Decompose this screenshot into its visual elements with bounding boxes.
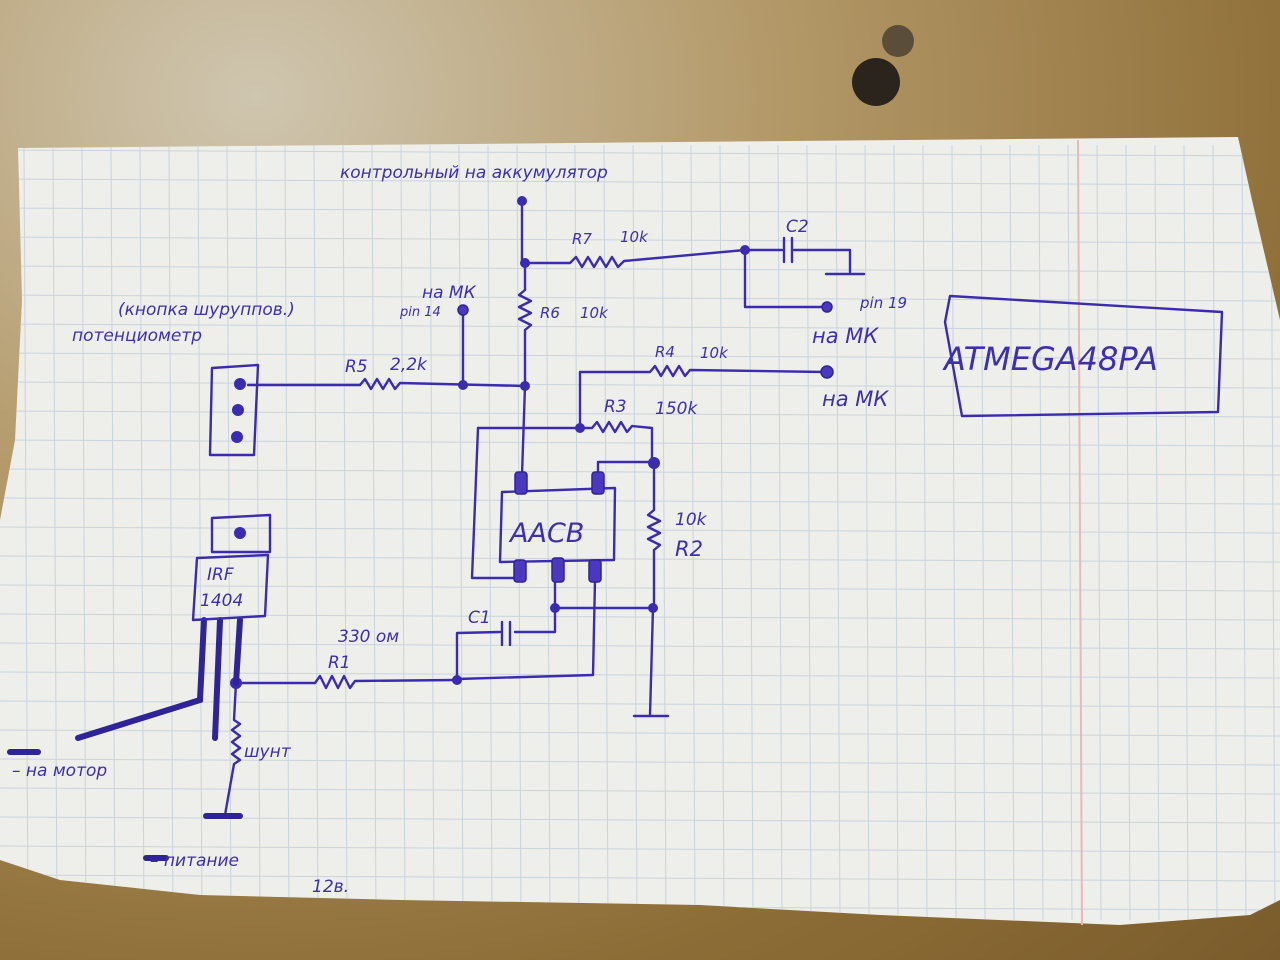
grid-line-h — [0, 845, 1280, 853]
margin-line — [1077, 139, 1083, 926]
grid-line-v — [951, 144, 957, 921]
grid-line-v — [458, 144, 464, 921]
grid-line-h — [0, 526, 1280, 534]
r4-name: R4 — [655, 343, 675, 361]
grid-line-v — [487, 144, 493, 921]
chip-label: AACB — [508, 518, 584, 549]
r3-name: R3 — [604, 397, 627, 417]
mosfet-label-2: 1404 — [200, 591, 243, 611]
grid-line-h — [0, 613, 1280, 621]
title-label: контрольный на аккумулятор — [340, 163, 608, 183]
r5-value: 2,2k — [390, 355, 428, 375]
c1-name: C1 — [468, 608, 491, 628]
grid-line-h — [0, 294, 1280, 302]
grid-line-v — [777, 144, 783, 921]
desk-hole — [852, 58, 900, 106]
grid-line-v — [313, 144, 319, 921]
grid-line-v — [864, 144, 870, 921]
grid-line-v — [23, 144, 29, 921]
grid-line-v — [429, 144, 435, 921]
c2-name: C2 — [786, 217, 809, 237]
grid-line-v — [806, 144, 812, 921]
potentiometer — [208, 363, 260, 457]
grid-line-h — [0, 787, 1280, 795]
grid-line-v — [197, 144, 203, 921]
grid-line-v — [168, 144, 174, 921]
grid-line-v — [139, 144, 145, 921]
paper — [0, 137, 1280, 925]
grid-line-h — [0, 874, 1280, 882]
grid-line-v — [719, 144, 725, 921]
r2-value: 10k — [675, 510, 708, 530]
r3-value: 150k — [655, 399, 698, 419]
shunt-label: шунт — [244, 742, 292, 762]
grid-line-h — [0, 584, 1280, 592]
grid-lines — [0, 144, 1280, 921]
r4-value: 10k — [700, 344, 729, 362]
grid-line-v — [342, 144, 348, 921]
chip-aacb — [498, 471, 617, 583]
grid-line-v — [1009, 144, 1015, 921]
mk-pin14-label: на МК — [422, 283, 477, 303]
grid-line-h — [0, 352, 1280, 360]
grid-line-v — [1038, 144, 1044, 921]
grid-line-v — [52, 144, 58, 921]
mosfet-label-1: IRF — [207, 565, 234, 585]
grid-line-h — [0, 468, 1280, 476]
grid-line-h — [0, 497, 1280, 505]
grid-line-h — [0, 700, 1280, 708]
grid-line-v — [110, 144, 116, 921]
r7-value: 10k — [620, 228, 649, 246]
grid-line-h — [0, 410, 1280, 418]
mk-r4-label: на МК — [822, 387, 889, 411]
r1-value: 330 ом — [338, 627, 399, 647]
mosfet-irf1404 — [191, 513, 272, 622]
grid-line-v — [255, 144, 261, 921]
grid-line-h — [0, 439, 1280, 447]
mk-pin19-label: на МК — [812, 324, 879, 348]
grid-line-h — [0, 236, 1280, 244]
grid-line-h — [0, 207, 1280, 215]
potentiometer-label-2: потенциометр — [72, 326, 202, 346]
mk-pin19-pin: pin 19 — [859, 294, 907, 312]
grid-line-v — [284, 144, 290, 921]
wires — [7, 196, 866, 861]
grid-line-h — [0, 178, 1280, 186]
desk-hole-small — [882, 25, 914, 57]
grid-line-h — [0, 381, 1280, 389]
grid-line-v — [893, 144, 899, 921]
grid-line-h — [0, 758, 1280, 766]
grid-line-v — [400, 144, 406, 921]
grid-line-v — [922, 144, 928, 921]
mk-pin14-pin: pin 14 — [399, 305, 441, 320]
grid-line-v — [980, 144, 986, 921]
grid-line-h — [0, 265, 1280, 273]
r2-name: R2 — [675, 537, 703, 561]
mcu-box — [943, 294, 1224, 418]
r6-value: 10k — [580, 304, 609, 322]
voltage-label: 12в. — [312, 877, 349, 897]
grid-line-v — [748, 144, 754, 921]
motor-label: – на мотор — [12, 761, 107, 781]
grid-line-h — [0, 149, 1280, 157]
r5-name: R5 — [345, 357, 368, 377]
r6-name: R6 — [540, 304, 560, 322]
grid-line-h — [0, 642, 1280, 650]
grid-line-h — [0, 671, 1280, 679]
grid-line-v — [81, 144, 87, 921]
r7-name: R7 — [572, 230, 592, 248]
grid-line-h — [0, 323, 1280, 331]
r1-name: R1 — [328, 653, 351, 673]
supply-label: – питание — [150, 851, 239, 871]
grid-line-v — [371, 144, 377, 921]
potentiometer-label-1: (кнопка шуруппов.) — [118, 300, 295, 320]
mcu-label: ATMEGA48PA — [942, 340, 1158, 378]
